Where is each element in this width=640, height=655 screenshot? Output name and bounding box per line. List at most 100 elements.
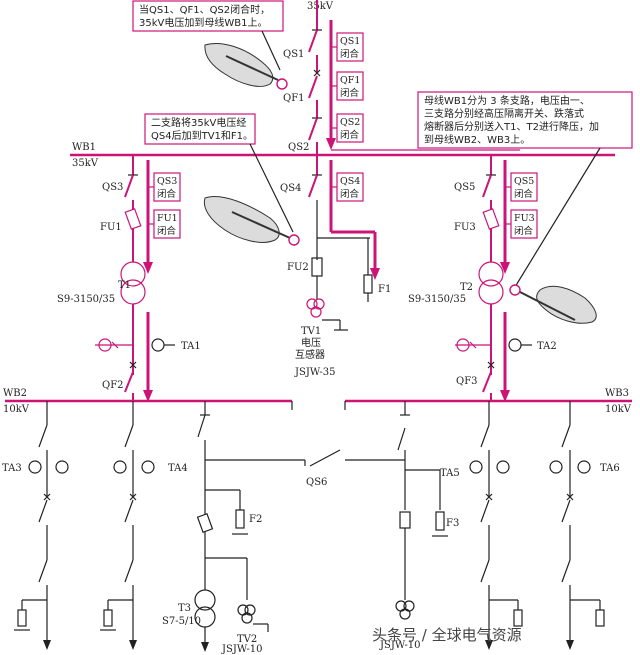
feeder-e: [469, 401, 523, 650]
feeder-a: [14, 401, 69, 650]
source-voltage-label: 35kV: [307, 1, 334, 12]
t1-transformer: [120, 261, 146, 375]
watermark: 头条号 / 全球电气资源: [372, 626, 522, 644]
svg-text:闭合: 闭合: [340, 48, 360, 60]
qs3-label: QS3: [102, 182, 123, 193]
wb1-voltage: 35kV: [72, 158, 99, 169]
t2-transformer: [478, 261, 504, 375]
tag-qs5: QS5 闭合: [505, 172, 538, 202]
tv1-model: JSJW-35: [294, 367, 336, 378]
svg-text:二支路将35kV电压经: 二支路将35kV电压经: [151, 116, 246, 129]
wb3-voltage: 10kV: [605, 404, 632, 415]
feeder-f: [549, 401, 605, 650]
fu2-fuse: [311, 257, 323, 300]
qs6-bus-coupler: [200, 401, 405, 467]
qf3-label: QF3: [456, 376, 478, 387]
ta1-current-transformer: [95, 338, 175, 352]
t2-label: T2: [460, 282, 473, 293]
fu1-fuse: [124, 208, 142, 262]
qs6-label: QS6: [306, 477, 327, 488]
tv1-desc-1: 电压: [301, 336, 321, 349]
qs2-switch: [308, 117, 322, 154]
f3-label: F3: [446, 518, 459, 529]
tag-fu1: FU1 闭合: [148, 209, 181, 239]
t1-model: S9-3150/35: [57, 294, 115, 305]
fu3-fuse: [482, 208, 500, 262]
t3-label: T3: [178, 603, 191, 614]
wb2-voltage: 10kV: [3, 404, 30, 415]
t2-model: S9-3150/35: [408, 294, 466, 305]
svg-text:闭合: 闭合: [340, 129, 360, 141]
svg-text:闭合: 闭合: [340, 87, 360, 99]
note3-pointer: [514, 147, 601, 288]
tv3-model: JSJW-10: [379, 640, 421, 651]
qs1-label: QS1: [283, 49, 304, 60]
ta2-label: TA2: [537, 341, 557, 352]
note-box-2: 二支路将35kV电压经 QS4后加到TV1和F1。: [144, 113, 294, 233]
svg-text:到母线WB2、WB3上。: 到母线WB2、WB3上。: [424, 133, 530, 146]
t3-model: S7-5/10: [162, 616, 201, 627]
ta6-label: TA6: [600, 463, 620, 474]
pointing-hand-icon: [509, 284, 597, 324]
flow-arrow-branch3-lower-head: [500, 390, 510, 402]
tv2-model: JSJW-10: [221, 644, 263, 655]
tag-qs2: QS2 闭合: [331, 113, 364, 143]
wb2-label: WB2: [3, 388, 27, 399]
feeder-d: [395, 401, 448, 620]
qs4-label: QS4: [280, 183, 301, 194]
svg-text:QS4后加到TV1和F1。: QS4后加到TV1和F1。: [151, 130, 253, 142]
qs4-switch: [308, 174, 322, 260]
wb1-label: WB1: [72, 142, 96, 153]
ta2-current-transformer: [455, 338, 532, 352]
t1-label: T1: [118, 280, 131, 291]
note-box-3: 母线WB1分为 3 条支路，电压由一、 三支路分别经高压隔离开关、跌落式 熔断器…: [417, 91, 633, 149]
tv1-desc-2: 互感器: [295, 348, 325, 361]
svg-text:三支路分别经高压隔离开关、跌落式: 三支路分别经高压隔离开关、跌落式: [424, 107, 584, 120]
tag-fu3: FU3 闭合: [505, 209, 538, 239]
tag-qs3: QS3 闭合: [148, 172, 181, 202]
tv2-label: TV2: [237, 634, 257, 645]
f1-arrester: [363, 238, 373, 302]
f2-label: F2: [249, 514, 262, 525]
ta1-label: TA1: [181, 341, 201, 352]
svg-text:FU3: FU3: [514, 213, 535, 224]
svg-text:闭合: 闭合: [514, 225, 534, 237]
fu2-label: FU2: [287, 262, 309, 273]
svg-text:QF1: QF1: [340, 75, 360, 86]
wb3-label: WB3: [605, 388, 629, 399]
svg-text:熔断器后分别送入T1、T2进行降压，加: 熔断器后分别送入T1、T2进行降压，加: [424, 120, 599, 133]
qf2-label: QF2: [102, 380, 124, 391]
flow-arrow-top-head: [326, 138, 336, 150]
feeder-c: [194, 414, 269, 652]
tag-qf1: QF1 闭合: [331, 71, 364, 101]
svg-text:闭合: 闭合: [157, 225, 177, 237]
feeder-b: [100, 401, 155, 650]
qf1-label: QF1: [283, 93, 305, 104]
svg-text:母线WB1分为 3 条支路，电压由一、: 母线WB1分为 3 条支路，电压由一、: [424, 94, 590, 107]
svg-text:闭合: 闭合: [340, 188, 360, 200]
ta3-label: TA3: [2, 463, 22, 474]
qs3-switch: [124, 174, 138, 210]
svg-text:FU1: FU1: [157, 213, 178, 224]
f1-label: F1: [378, 284, 391, 295]
svg-text:QS3: QS3: [157, 176, 177, 187]
svg-text:35kV电压加到母线WB1上。: 35kV电压加到母线WB1上。: [139, 16, 267, 29]
tag-qs1: QS1 闭合: [331, 32, 364, 62]
qs5-switch: [482, 174, 496, 210]
pointing-hand-icon: [203, 196, 300, 246]
qs1-switch: [308, 29, 322, 72]
svg-text:闭合: 闭合: [514, 188, 534, 200]
ta5-label: TA5: [440, 468, 460, 479]
fu1-label: FU1: [100, 222, 122, 233]
flow-arrow-branch3-upper-head: [500, 262, 510, 274]
pointing-hand-icon: [204, 43, 288, 90]
note-box-1: 当QS1、QF1、QS2闭合时， 35kV电压加到母线WB1上。: [132, 0, 284, 71]
tv1-label: TV1: [301, 326, 321, 337]
flow-arrow-branch1-upper-head: [143, 262, 153, 274]
ta4-label: TA4: [168, 463, 188, 474]
svg-text:闭合: 闭合: [157, 188, 177, 200]
qs5-label: QS5: [454, 182, 475, 193]
svg-text:当QS1、QF1、QS2闭合时，: 当QS1、QF1、QS2闭合时，: [139, 3, 270, 16]
fu3-label: FU3: [454, 222, 476, 233]
